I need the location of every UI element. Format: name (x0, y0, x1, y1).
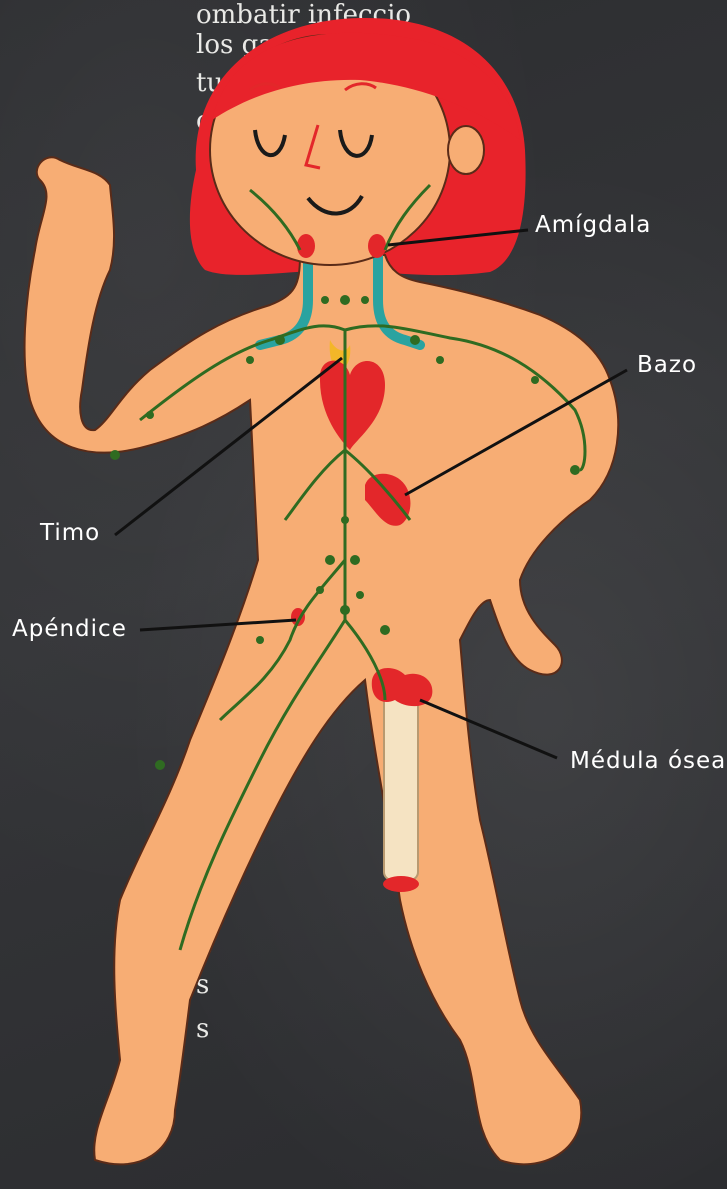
label-apendice: Apéndice (12, 616, 127, 642)
label-timo: Timo (40, 520, 100, 546)
label-bazo: Bazo (637, 352, 697, 378)
bone-marrow-bottom (383, 876, 419, 892)
femur-bone (384, 690, 418, 880)
label-amigdala: Amígdala (535, 212, 651, 238)
label-medula-osea: Médula ósea (570, 748, 726, 774)
body (25, 157, 619, 1164)
tonsil-left (297, 234, 315, 258)
tonsil-right (368, 234, 386, 258)
ear (448, 126, 484, 174)
